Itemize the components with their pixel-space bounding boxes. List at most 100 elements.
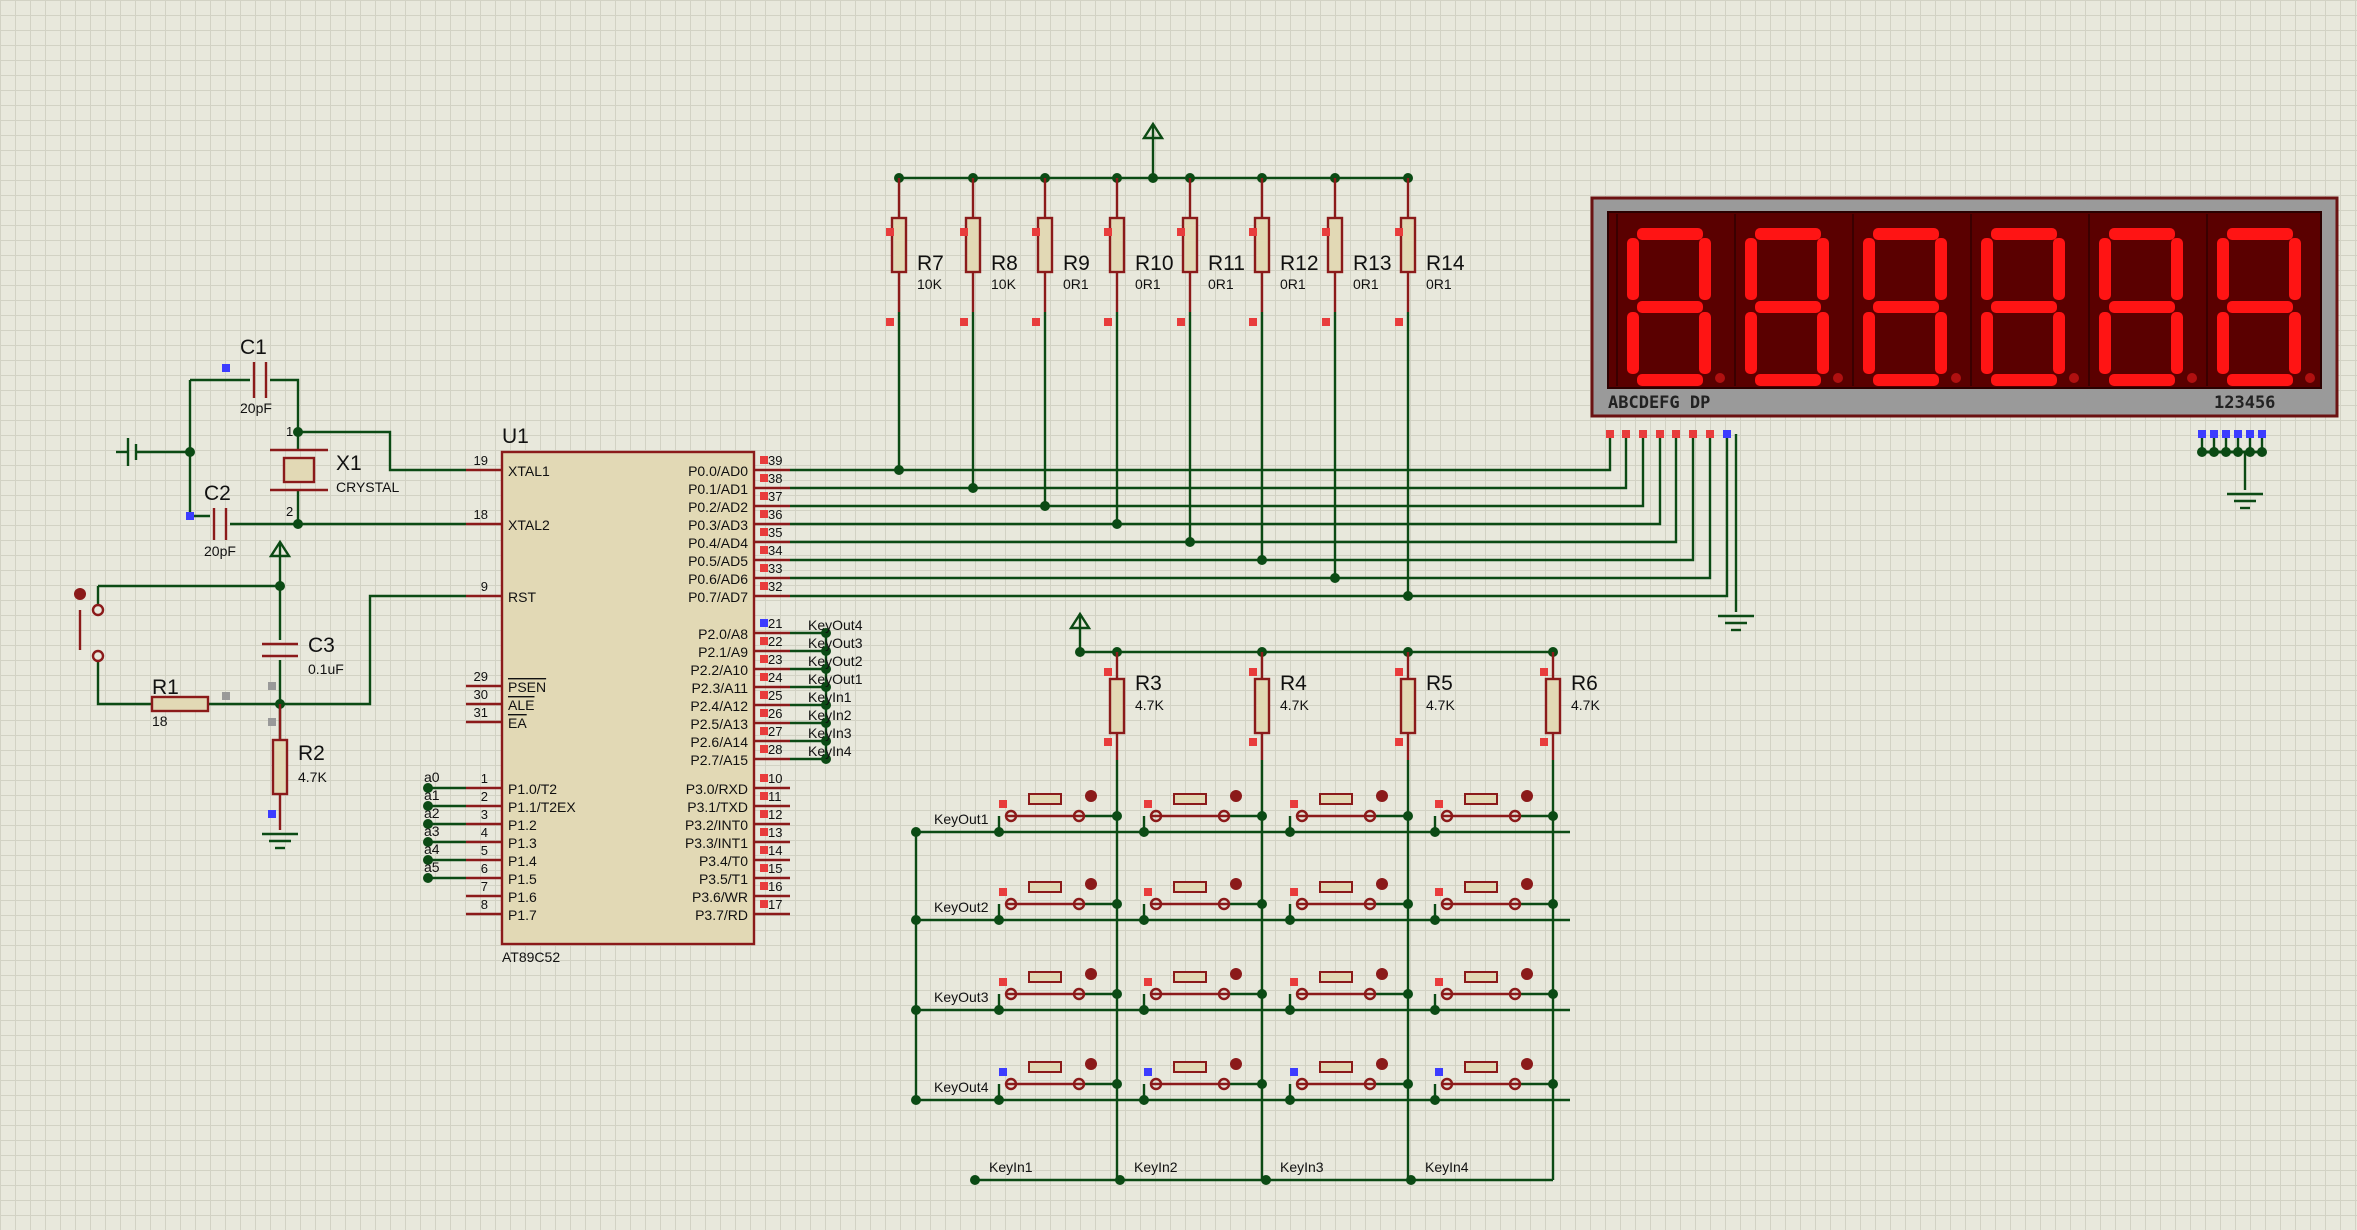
key-contact <box>1004 809 1018 823</box>
display-segment <box>1863 312 1875 374</box>
wire <box>790 434 1612 472</box>
junction-dot <box>423 837 433 847</box>
junction-dot <box>1285 915 1295 925</box>
display-dp-segment <box>2187 373 2197 383</box>
pin-marker <box>1395 228 1403 236</box>
display-panel <box>1607 211 2322 389</box>
pin-number-33: 33 <box>768 561 782 576</box>
display-segment <box>1991 301 2057 313</box>
pin-number-8: 8 <box>481 897 488 912</box>
pin-marker <box>1290 800 1298 808</box>
resistor-R9 <box>1036 216 1054 274</box>
resistor-R14 <box>1399 216 1417 274</box>
key-contact <box>1508 897 1522 911</box>
pin-name-P2.2/A10: P2.2/A10 <box>690 662 748 678</box>
pin-marker <box>1723 430 1731 438</box>
labels: U1AT89C5219XTAL118XTAL29RST29PSEN30ALE31… <box>152 252 2275 1175</box>
display-segment <box>1935 238 1947 300</box>
key-contact <box>1363 809 1377 823</box>
resistor-value-R9: 0R1 <box>1063 276 1089 292</box>
display-segment <box>2227 228 2293 240</box>
junction-dot <box>275 581 285 591</box>
display-segment <box>2099 238 2111 300</box>
key-knob <box>1230 878 1242 890</box>
pin-number-4: 4 <box>481 825 488 840</box>
resistor-R5 <box>1399 677 1417 735</box>
pin-number-32: 32 <box>768 579 782 594</box>
display-dp-segment <box>1951 373 1961 383</box>
keypad-col-label-4: KeyIn4 <box>1425 1159 1469 1175</box>
display-segment <box>2227 374 2293 386</box>
display-segment <box>1935 312 1947 374</box>
key-plunger <box>1464 881 1498 893</box>
pin-number-15: 15 <box>768 861 782 876</box>
pin-marker <box>1177 318 1185 326</box>
key-contact <box>1508 809 1522 823</box>
pin-name-P2.0/A8: P2.0/A8 <box>698 626 748 642</box>
junction-dot <box>1430 1095 1440 1105</box>
junction-dot <box>185 447 195 457</box>
key-contact <box>1217 1077 1231 1091</box>
display-segment <box>2289 312 2301 374</box>
pin-marker <box>1290 978 1298 986</box>
display-segment <box>1755 374 1821 386</box>
pin-marker <box>1144 1068 1152 1076</box>
pin-marker <box>760 864 768 872</box>
pin-number-21: 21 <box>768 616 782 631</box>
pin-number-30: 30 <box>474 687 488 702</box>
key-contact <box>1149 809 1163 823</box>
display-segment <box>1699 312 1711 374</box>
junction-dot <box>1406 1175 1416 1185</box>
pin-marker <box>268 718 276 726</box>
pin-name-P0.5/AD5: P0.5/AD5 <box>688 553 748 569</box>
key-plunger <box>1028 1061 1062 1073</box>
junction-dot <box>1285 827 1295 837</box>
key-contact <box>1508 1077 1522 1091</box>
resistor-value-R4: 4.7K <box>1280 697 1309 713</box>
resistor-R11 <box>1181 216 1199 274</box>
pin-name-EA: EA <box>508 715 527 731</box>
keypad-row-label-2: KeyOut2 <box>934 899 989 915</box>
junction-dot <box>1139 1005 1149 1015</box>
pin-marker <box>2210 430 2218 438</box>
pin-marker <box>1032 228 1040 236</box>
display-segment <box>2171 238 2183 300</box>
pin-marker <box>1656 430 1664 438</box>
key-knob <box>1230 1058 1242 1070</box>
wire <box>790 434 1678 544</box>
key-knob <box>1085 878 1097 890</box>
key-contact <box>1217 809 1231 823</box>
pin-name-P1.1/T2EX: P1.1/T2EX <box>508 799 576 815</box>
key-contact <box>1440 897 1454 911</box>
crystal-value: CRYSTAL <box>336 479 399 495</box>
wire <box>280 594 466 706</box>
junction-dot <box>1430 1005 1440 1015</box>
net-label-a4: a4 <box>424 841 440 857</box>
key-contact <box>1072 809 1086 823</box>
net-label-a3: a3 <box>424 823 440 839</box>
junction-dot <box>1430 827 1440 837</box>
pin-name-P0.1/AD1: P0.1/AD1 <box>688 481 748 497</box>
display-segment <box>2227 301 2293 313</box>
wire <box>790 434 1695 562</box>
key-plunger <box>1464 971 1498 983</box>
wires <box>96 121 2267 1185</box>
resistor-R12 <box>1253 216 1271 274</box>
net-label-keyout4: KeyOut4 <box>808 617 863 633</box>
display-segment <box>1755 301 1821 313</box>
pin-marker <box>760 882 768 890</box>
resistor-R8 <box>964 216 982 274</box>
resistor-ref-R1: R1 <box>152 676 179 699</box>
display-segment <box>2217 312 2229 374</box>
pin-name-P0.3/AD3: P0.3/AD3 <box>688 517 748 533</box>
pin-marker <box>186 512 194 520</box>
keypad-col-label-2: KeyIn2 <box>1134 1159 1178 1175</box>
resistor-R6 <box>1544 677 1562 735</box>
keypad-row-label-4: KeyOut4 <box>934 1079 989 1095</box>
display-segment <box>2109 228 2175 240</box>
key-plunger <box>1464 1061 1498 1073</box>
junction-dot <box>1139 827 1149 837</box>
display-segment <box>1981 312 1993 374</box>
pin-marker <box>760 810 768 818</box>
pin-marker <box>1395 668 1403 676</box>
